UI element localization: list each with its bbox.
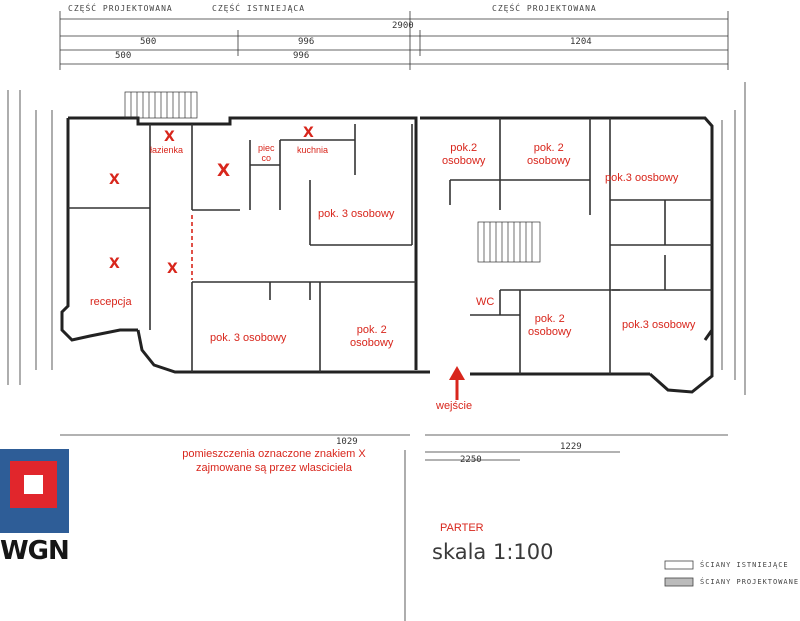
room-kuchnia: kuchnia [297, 145, 329, 155]
top-dimension-lines [59, 11, 729, 70]
room-pok2-top-a: pok.2 osobowy [442, 142, 486, 167]
dim-mid-996-a: 996 [298, 37, 315, 47]
owner-x-mark: X [164, 129, 175, 145]
right-dimension-lines [721, 82, 746, 395]
dim-left-500-b: 500 [115, 51, 132, 61]
dim-bottom-2250: 2250 [460, 455, 482, 465]
legend-designed-label: ŚCIANY PROJEKTOWANE [700, 578, 800, 586]
room-recepcja: recepcja [90, 296, 132, 308]
header-mid-label: CZĘŚĆ ISTNIEJĄCA [212, 4, 306, 13]
owner-x-mark: X [167, 261, 178, 277]
owner-x-mark: X [303, 125, 314, 141]
floor-label: PARTER [440, 522, 484, 534]
room-wejscie: wejście [436, 400, 473, 412]
owner-note: pomieszczenia oznaczone znakiem X zajmow… [182, 448, 366, 474]
header-left-label: CZĘŚĆ PROJEKTOWANA [68, 4, 173, 13]
owner-x-mark: X [217, 161, 231, 181]
owner-x-mark: X [109, 172, 120, 188]
room-pok3-center: pok. 3 osobowy [318, 208, 395, 220]
wgn-logo-text: WGN [0, 536, 70, 566]
room-pok2-top-b: pok. 2 osobowy [527, 142, 571, 167]
wgn-logo [0, 449, 69, 533]
header-right-label: CZĘŚĆ PROJEKTOWANA [492, 4, 597, 13]
legend-existing-label: ŚCIANY ISTNIEJĄCE [700, 561, 789, 569]
wgn-logo-red-square [10, 461, 57, 508]
scale-label: skala 1:100 [432, 540, 554, 564]
outer-walls [60, 116, 714, 394]
bottom-dimension-lines [60, 434, 728, 621]
dim-total: 2900 [392, 21, 414, 31]
entrance-arrow [449, 366, 465, 400]
stairs [124, 91, 541, 263]
dim-right-1204: 1204 [570, 37, 592, 47]
inner-walls [68, 118, 712, 374]
room-pok3-bottom-right: pok.3 osobowy [622, 319, 696, 331]
dim-bottom-1229: 1229 [560, 442, 582, 452]
room-pok3-top-right: pok.3 oosbowy [605, 172, 679, 184]
dim-left-500-a: 500 [140, 37, 157, 47]
room-lazienka: łazienka [150, 145, 184, 155]
room-pok2-bottom-right: pok. 2 osobowy [528, 313, 572, 338]
room-piec-co: piec co [258, 143, 275, 163]
legend-existing-box [664, 560, 694, 570]
room-pok2-bottom-mid: pok. 2 osobowy [350, 324, 394, 349]
owner-x-mark: X [109, 256, 120, 272]
room-pok3-bottom-left: pok. 3 osobowy [210, 332, 287, 344]
room-wc: WC [476, 296, 495, 308]
dim-mid-996-b: 996 [293, 51, 310, 61]
left-dimension-lines [7, 90, 53, 385]
dim-bottom-1029: 1029 [336, 437, 358, 447]
wgn-logo-white-square [24, 475, 43, 494]
legend-designed-box [664, 577, 694, 587]
